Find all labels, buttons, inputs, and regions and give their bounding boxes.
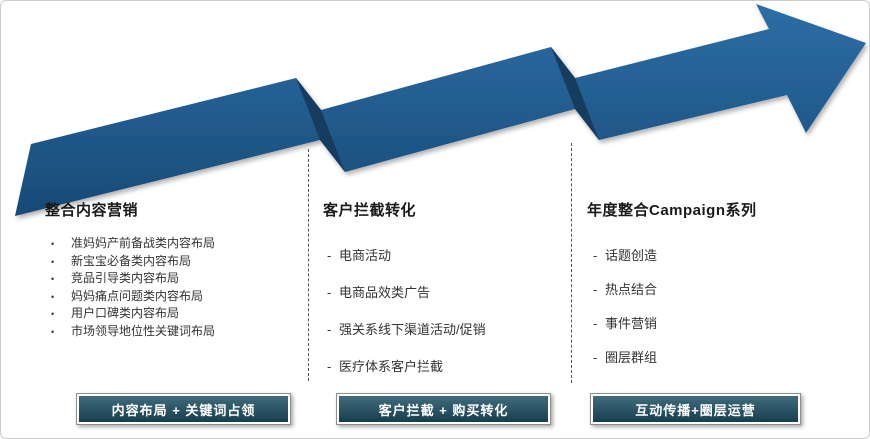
list-item-text: 医疗体系客户拦截 — [339, 359, 444, 374]
bullet-icon: • — [51, 291, 55, 302]
list-item-text: 用户口碑类内容布局 — [71, 306, 180, 320]
list-item-text: 电商品效类广告 — [339, 285, 431, 300]
list-item-text: 热点结合 — [605, 282, 658, 297]
growth-arrow-graphic — [15, 4, 866, 216]
list-item: • 用户口碑类内容布局 — [45, 305, 300, 323]
dash-icon: - — [593, 316, 598, 331]
list-item-text: 事件营销 — [605, 316, 658, 331]
list-item-text: 强关系线下渠道活动/促销 — [339, 322, 486, 337]
footer-box-inner: 内容布局 + 关键词占领 — [79, 396, 288, 422]
column-divider-1 — [308, 149, 309, 381]
arrow-fold-icon — [296, 78, 345, 172]
arrow-body — [15, 4, 866, 216]
list-item: - 话题创造 — [587, 245, 849, 264]
list-item: - 圈层群组 — [587, 347, 849, 366]
list-item: - 电商活动 — [323, 245, 565, 264]
footer-box-interaction-circle: 互动传播+圈层运营 — [590, 393, 801, 425]
dash-icon: - — [327, 285, 332, 300]
dash-icon: - — [327, 322, 332, 337]
list-item: • 竞品引导类内容布局 — [45, 270, 300, 288]
footer-box-label: 内容布局 + 关键词占领 — [111, 402, 256, 418]
bullet-icon: • — [51, 239, 55, 249]
dash-icon: - — [593, 350, 598, 365]
footer-box-inner: 互动传播+圈层运营 — [593, 396, 798, 422]
list-item: • 准妈妈产前备战类内容布局 — [45, 235, 300, 253]
footer-box-interception-conversion: 客户拦截 + 购买转化 — [336, 393, 551, 425]
column-annual-campaign: 年度整合Campaign系列 - 话题创造 - 热点结合 - 事件营销 - 圈层… — [587, 199, 849, 381]
column-heading: 客户拦截转化 — [323, 202, 417, 219]
column-divider-2 — [571, 143, 572, 383]
bullet-icon: • — [51, 256, 55, 267]
footer-box-label: 互动传播+圈层运营 — [635, 402, 756, 418]
list-item-text: 圈层群组 — [605, 350, 658, 365]
list-item: • 市场领导地位性关键词布局 — [45, 323, 300, 341]
footer-box-content-layout: 内容布局 + 关键词占领 — [76, 393, 291, 425]
arrow-fold-icon — [551, 47, 599, 140]
list-item-text: 准妈妈产前备战类内容布局 — [71, 236, 216, 250]
list-item-text: 竞品引导类内容布局 — [71, 271, 180, 285]
bullet-icon: • — [51, 326, 55, 337]
footer-box-inner: 客户拦截 + 购买转化 — [339, 396, 548, 422]
list-item: - 电商品效类广告 — [323, 282, 565, 301]
list-item: • 妈妈痛点问题类内容布局 — [45, 288, 300, 306]
list-item-text: 电商活动 — [339, 248, 392, 263]
list-item: - 强关系线下渠道活动/促销 — [323, 319, 565, 338]
column-heading: 年度整合Campaign系列 — [587, 202, 757, 219]
footer-box-label: 客户拦截 + 购买转化 — [378, 402, 509, 418]
list-item-text: 话题创造 — [605, 248, 658, 263]
bullet-icon: • — [51, 274, 55, 284]
column-customer-interception: 客户拦截转化 - 电商活动 - 电商品效类广告 - 强关系线下渠道活动/促销 -… — [323, 199, 565, 393]
column-heading: 整合内容营销 — [45, 202, 139, 219]
list-item-text: 新宝宝必备类内容布局 — [71, 253, 192, 268]
list-item: - 事件营销 — [587, 313, 849, 332]
list-item: - 热点结合 — [587, 279, 849, 298]
list-item: - 医疗体系客户拦截 — [323, 356, 565, 375]
dash-icon: - — [327, 359, 332, 374]
list-item: • 新宝宝必备类内容布局 — [45, 253, 300, 271]
dash-icon: - — [327, 248, 332, 263]
dash-icon: - — [593, 282, 598, 297]
column-content-marketing: 整合内容营销 • 准妈妈产前备战类内容布局 • 新宝宝必备类内容布局 • 竞品引… — [45, 199, 300, 340]
dash-icon: - — [593, 248, 598, 263]
bullet-icon: • — [51, 309, 55, 319]
list-item-text: 市场领导地位性关键词布局 — [71, 323, 216, 338]
list-item-text: 妈妈痛点问题类内容布局 — [71, 288, 204, 303]
